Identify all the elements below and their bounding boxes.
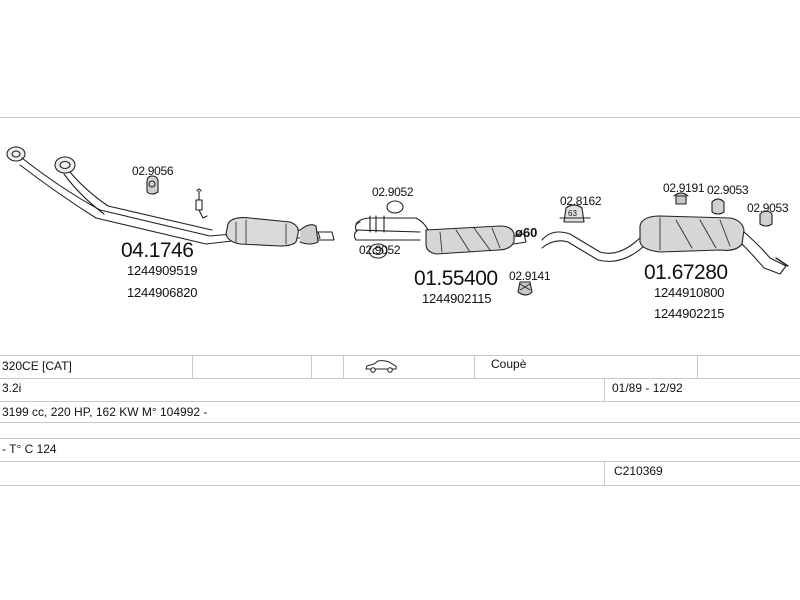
column-divider: [343, 355, 344, 378]
engine-label: 3.2i: [2, 381, 22, 395]
row-divider: [0, 378, 800, 379]
row-divider: [0, 438, 800, 439]
part-code-label: 04.1746: [121, 239, 194, 262]
column-divider: [604, 461, 605, 485]
part-code-label: 01.55400: [414, 267, 498, 290]
rear-silencer-assembly: [541, 192, 789, 275]
part-code-label: 02.8162: [560, 194, 602, 208]
part-code-label: 02.9053: [747, 201, 789, 215]
row-divider: [0, 401, 800, 402]
top-divider: [0, 117, 800, 118]
exhaust-diagram: 02.9056 04.1746 1244909519 1244906820 02…: [0, 118, 800, 338]
row-divider: [0, 485, 800, 486]
column-divider: [604, 378, 605, 401]
production-dates: 01/89 - 12/92: [612, 381, 683, 395]
part-code-label: 01.67280: [644, 261, 728, 284]
engine-spec: 3199 cc, 220 HP, 162 KW M° 104992 -: [2, 405, 208, 419]
oem-number: 1244902115: [422, 291, 492, 306]
exhaust-drawing: [6, 146, 789, 296]
oem-number: 1244910800: [654, 285, 725, 300]
oem-number: 1244909519: [127, 263, 198, 278]
column-divider: [192, 355, 193, 378]
model-name: 320CE [CAT]: [2, 359, 72, 373]
vehicle-type: - T° C 124: [2, 442, 57, 456]
body-style: Coupè: [491, 357, 527, 371]
middle-silencer-assembly: [353, 200, 533, 296]
row-divider: [0, 422, 800, 423]
row-divider: [0, 461, 800, 462]
part-code-label: 02.9141: [509, 269, 551, 283]
oem-number: 1244902215: [654, 306, 725, 321]
oem-number: 1244906820: [127, 285, 198, 300]
part-code-label: 02.9052: [372, 185, 414, 199]
row-divider: [0, 355, 800, 356]
gasket-02-9056: [146, 175, 159, 195]
clamp-size-label: 63: [568, 209, 577, 218]
column-divider: [474, 355, 475, 378]
pipe-diameter-label: ø60: [515, 225, 538, 240]
column-divider: [697, 355, 698, 378]
column-divider: [311, 355, 312, 378]
front-pipe-assembly: [6, 146, 335, 247]
reference-code: C210369: [614, 464, 663, 478]
part-code-label: 02.9053: [707, 183, 749, 197]
part-code-label: 02.9052: [359, 243, 401, 257]
part-code-label: 02.9056: [132, 164, 174, 178]
car-coupe-icon: [364, 358, 398, 379]
part-code-label: 02.9191: [663, 181, 705, 195]
